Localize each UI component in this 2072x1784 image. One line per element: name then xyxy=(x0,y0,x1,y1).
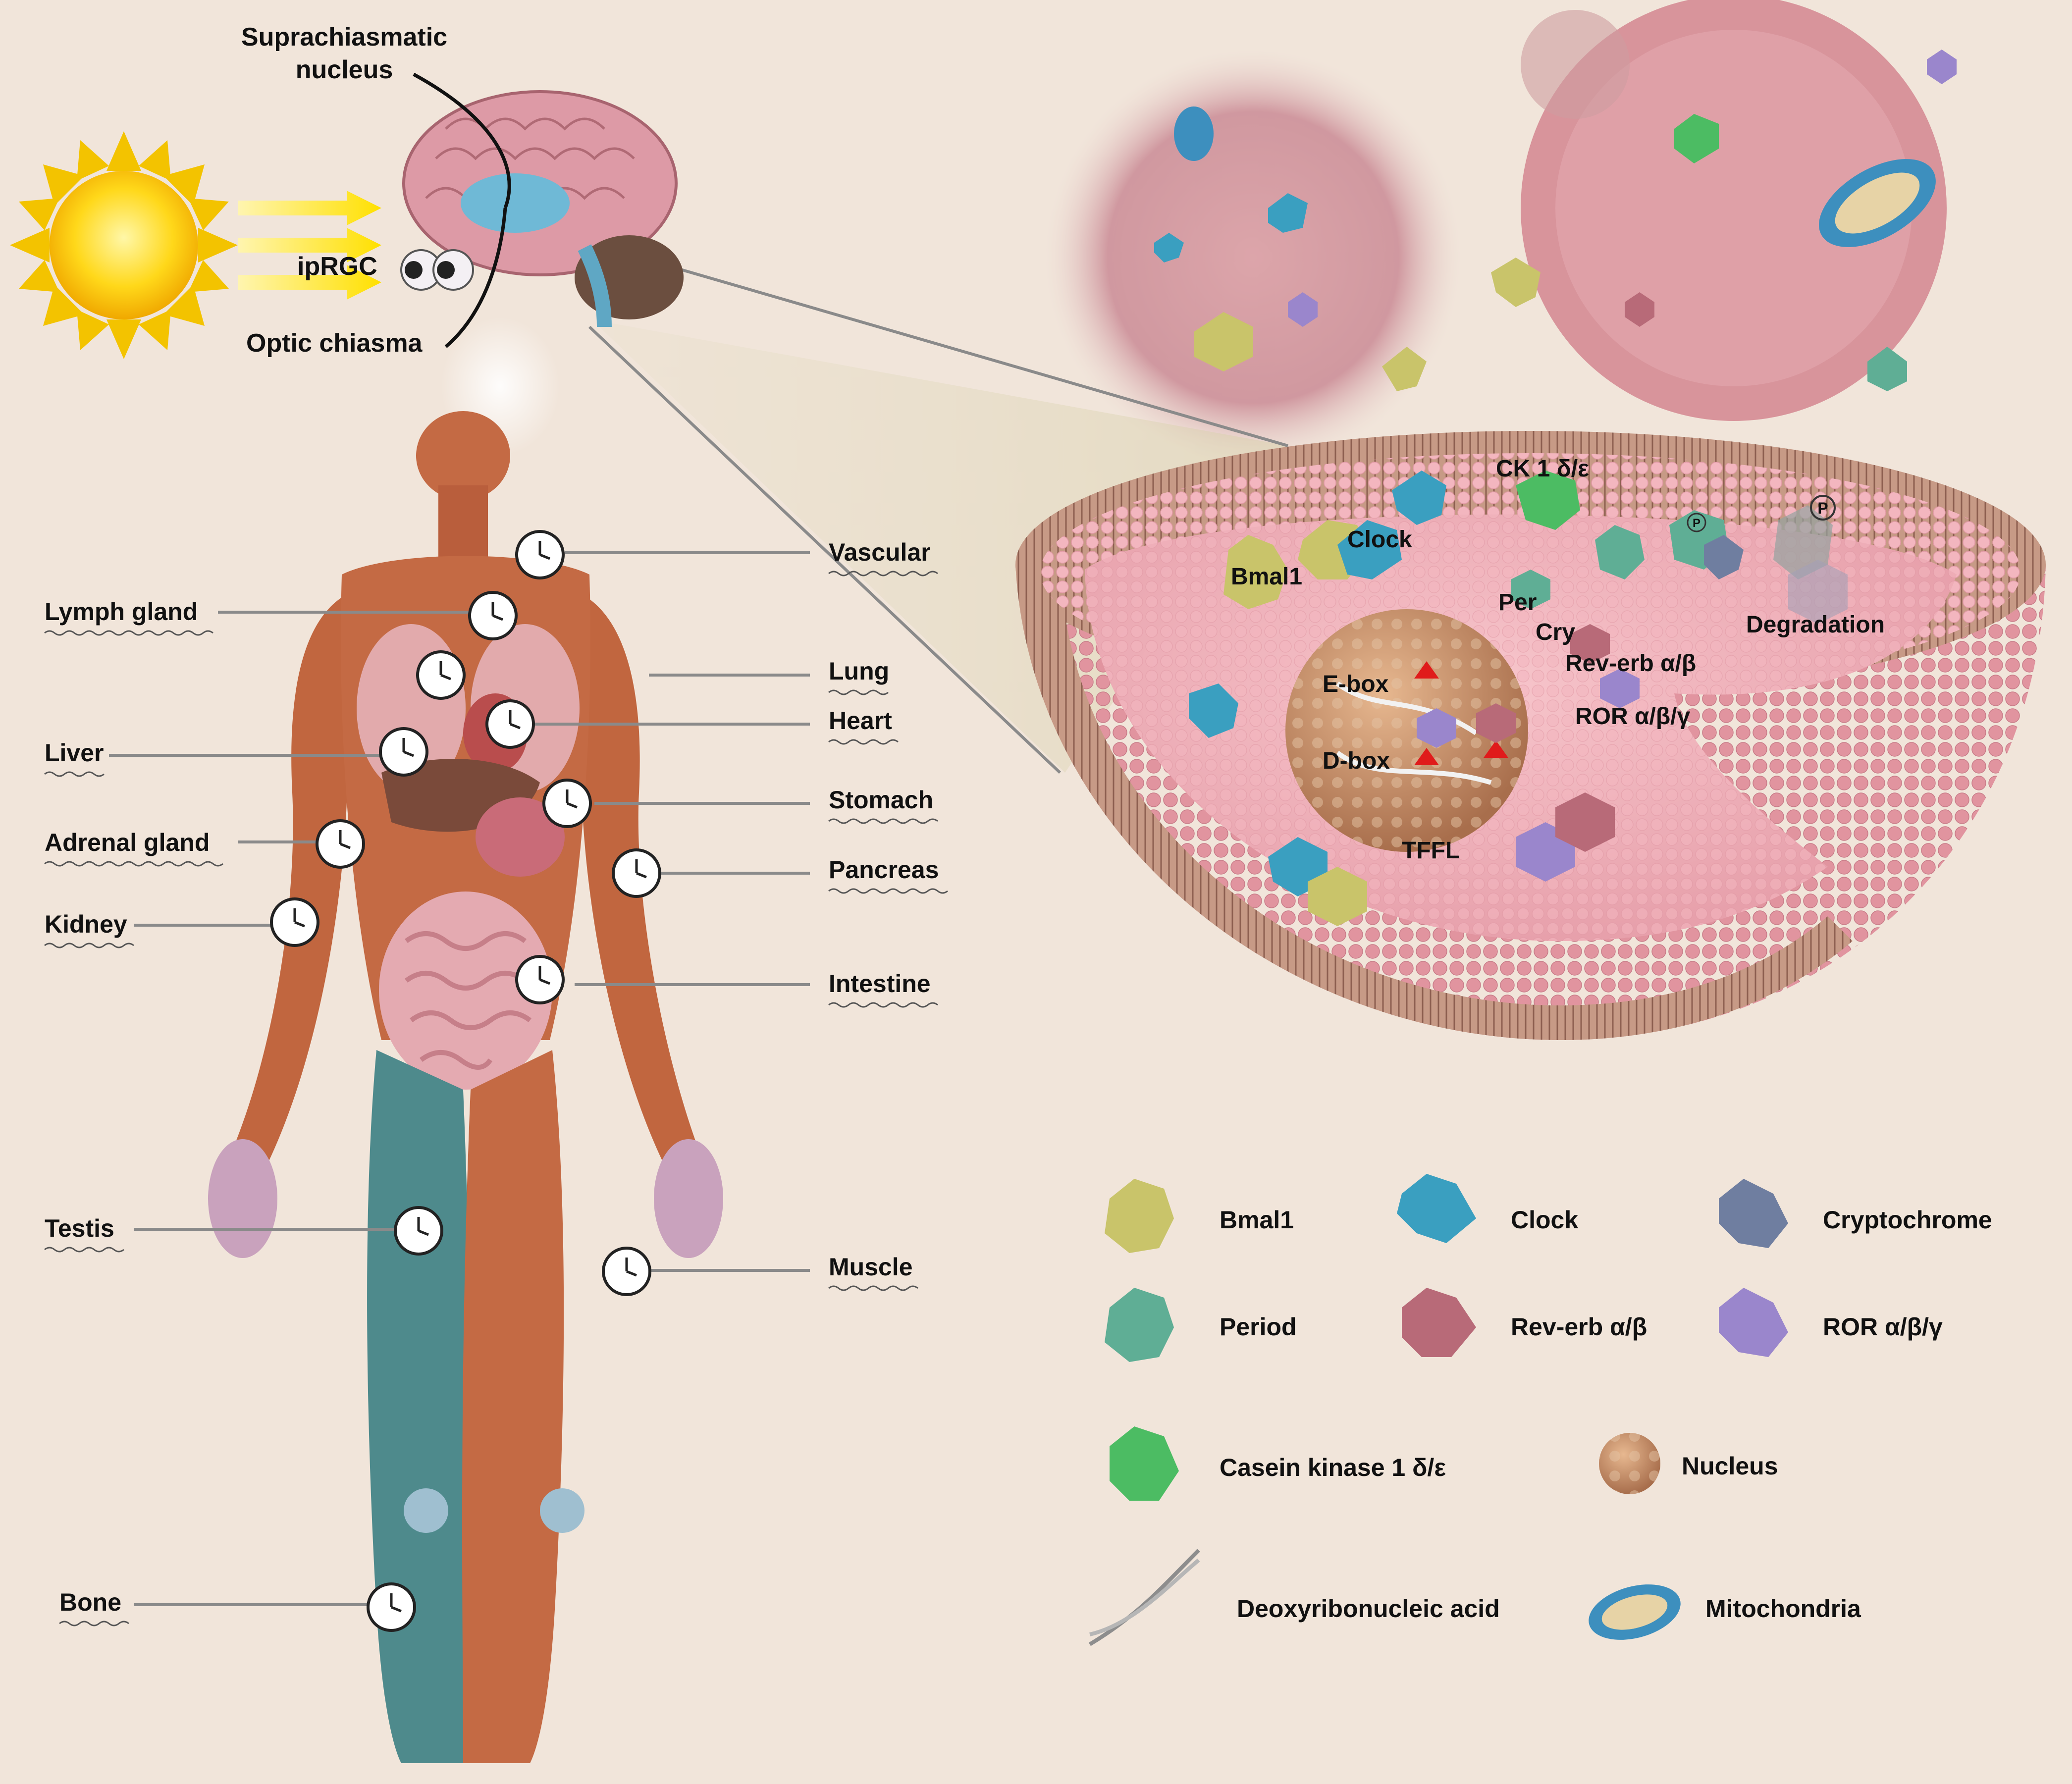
vascular-clock-icon xyxy=(515,530,565,579)
cry-label: Cry xyxy=(1536,619,1575,645)
organ-label-lymph-gland: Lymph gland xyxy=(45,598,198,626)
scn-label-line1: Suprachiasmatic xyxy=(241,23,447,52)
phospho-label-small: P xyxy=(1693,517,1700,530)
organ-label-bone: Bone xyxy=(59,1588,121,1616)
legend-label-bmal1: Bmal1 xyxy=(1220,1206,1294,1234)
legend-label-cryptochrome: Cryptochrome xyxy=(1823,1206,1992,1234)
bmal1-protein-icon xyxy=(1105,1179,1174,1253)
cryptochrome-protein-icon xyxy=(1719,1179,1788,1248)
organ-label-testis: Testis xyxy=(45,1214,114,1242)
label-underlines xyxy=(44,571,948,1627)
light-rays xyxy=(238,191,381,300)
organ-clocks xyxy=(270,530,661,1632)
sun-icon xyxy=(10,131,238,359)
rev-erb-protein-icon xyxy=(1402,1288,1476,1357)
brain-illustration xyxy=(402,90,684,327)
cell-proteins xyxy=(1189,471,1848,926)
organ-label-intestine: Intestine xyxy=(829,970,931,997)
intestine-clock-icon xyxy=(515,955,565,1004)
organ-label-liver: Liver xyxy=(45,739,104,767)
nucleus-icon xyxy=(1599,1433,1660,1494)
bmal1-label: Bmal1 xyxy=(1231,564,1302,590)
ebox-label: E-box xyxy=(1323,671,1389,697)
per-label: Per xyxy=(1498,589,1537,616)
organ-leaders-left xyxy=(109,611,488,1606)
legend-label-nucleus: Nucleus xyxy=(1682,1452,1778,1480)
mitochondria-icon xyxy=(1589,1584,1681,1640)
testis-clock-icon xyxy=(394,1206,443,1256)
organ-label-kidney: Kidney xyxy=(45,910,127,938)
human-body-illustration xyxy=(208,411,723,1763)
heart-clock-icon xyxy=(485,699,535,749)
organ-leaders-right xyxy=(525,551,810,1272)
legend-label-dna: Deoxyribonucleic acid xyxy=(1237,1595,1500,1623)
eye-icon xyxy=(400,249,474,291)
lung-clock-icon xyxy=(416,650,466,700)
organ-label-heart: Heart xyxy=(829,707,892,735)
tffl-label: TFFL xyxy=(1402,838,1460,864)
rev-erb-label: Rev-erb α/β xyxy=(1565,650,1696,677)
organ-label-stomach: Stomach xyxy=(829,786,933,814)
optic-chiasma-label: Optic chiasma xyxy=(246,329,423,358)
ck1-label: CK 1 δ/ε xyxy=(1496,456,1589,482)
period-protein-icon xyxy=(1105,1288,1174,1362)
organ-label-pancreas: Pancreas xyxy=(829,856,939,884)
degradation-label: Degradation xyxy=(1746,612,1885,638)
clock-protein-icon xyxy=(1397,1174,1476,1243)
nucleus-illustration xyxy=(1285,609,1528,852)
legend-label-ror: ROR α/β/γ xyxy=(1823,1313,1943,1341)
scn-label-line2: nucleus xyxy=(296,55,393,84)
bone-clock-icon xyxy=(367,1582,416,1632)
liver-clock-icon xyxy=(379,727,428,777)
legend-label-period: Period xyxy=(1220,1313,1297,1341)
ror-label: ROR α/β/γ xyxy=(1575,703,1690,730)
adrenal-clock-icon xyxy=(316,819,365,869)
lymph-clock-icon xyxy=(468,591,518,640)
legend-label-mitochondria: Mitochondria xyxy=(1705,1595,1861,1623)
clock-label: Clock xyxy=(1347,526,1412,553)
legend-label-rev-erb: Rev-erb α/β xyxy=(1511,1313,1647,1341)
dbox-label: D-box xyxy=(1323,748,1390,774)
phospho-label-large: P xyxy=(1817,499,1828,517)
organ-label-adrenal-gland: Adrenal gland xyxy=(45,829,210,856)
casein-kinase-protein-icon xyxy=(1110,1426,1179,1501)
floating-molecules xyxy=(1154,50,1957,391)
legend: Bmal1 Clock Cryptochrome Period Rev-erb … xyxy=(1088,1174,1992,1646)
legend-label-casein-kinase: Casein kinase 1 δ/ε xyxy=(1220,1454,1446,1481)
ror-protein-icon xyxy=(1719,1288,1788,1357)
organ-label-vascular: Vascular xyxy=(829,538,931,566)
dna-icon xyxy=(1088,1549,1200,1646)
optic-chiasma-pointer xyxy=(444,208,507,348)
muscle-clock-icon xyxy=(602,1247,651,1296)
iprgc-label: ipRGC xyxy=(297,252,377,281)
kidney-clock-icon xyxy=(270,897,319,947)
scn-pointer xyxy=(413,72,511,209)
cell-cross-section xyxy=(1015,431,2046,1040)
legend-label-clock: Clock xyxy=(1511,1206,1578,1234)
background-cells xyxy=(1045,0,1947,466)
organ-label-lung: Lung xyxy=(829,657,889,685)
stomach-clock-icon xyxy=(542,779,592,828)
organ-label-muscle: Muscle xyxy=(829,1253,913,1281)
pancreas-clock-icon xyxy=(612,848,661,898)
